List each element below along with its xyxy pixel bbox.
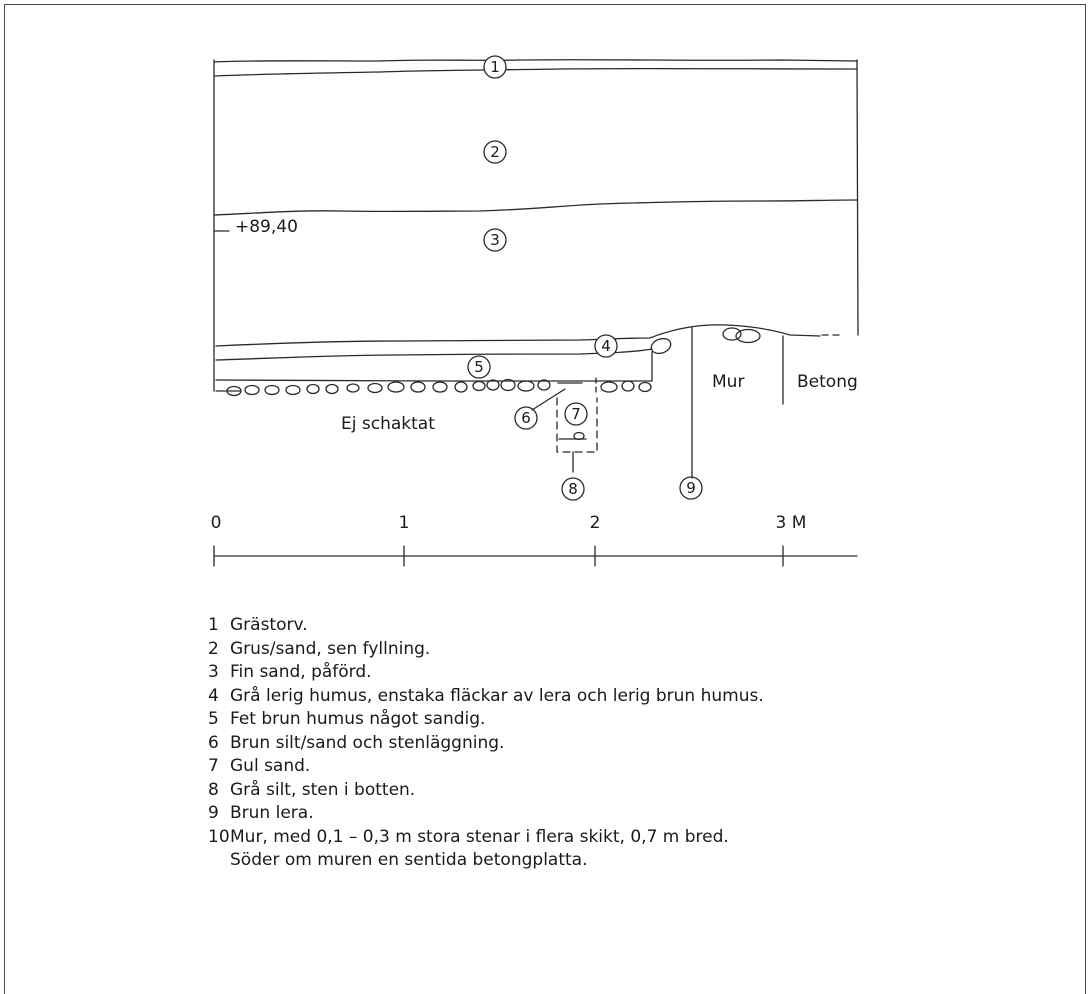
legend-item-text: Grå lerig humus, enstaka fläckar av lera… bbox=[230, 685, 764, 709]
layer-marker-9: 9 bbox=[686, 479, 696, 497]
stone-row bbox=[226, 327, 761, 441]
layer-marker-5: 5 bbox=[474, 358, 484, 376]
legend-item-text: Gul sand. bbox=[230, 755, 310, 779]
legend-item-number: 5 bbox=[208, 709, 219, 729]
layer-marker-1: 1 bbox=[490, 58, 500, 76]
scale-label-1: 1 bbox=[399, 513, 410, 533]
legend-item: 2 Grus/sand, sen fyllning. bbox=[208, 638, 764, 662]
turf-top-line bbox=[213, 59, 858, 63]
legend-item-number: 9 bbox=[208, 803, 219, 823]
layer-marker-7: 7 bbox=[571, 405, 581, 423]
legend-item-number: 7 bbox=[208, 756, 219, 776]
legend-item-number: 1 bbox=[208, 615, 219, 635]
scale-label-3: 3 M bbox=[776, 513, 807, 533]
legend-item-number: 10 bbox=[208, 826, 230, 847]
concrete-label: Betong bbox=[797, 372, 858, 392]
figure-frame bbox=[4, 4, 1086, 994]
legend-item-line: Brun lera. bbox=[230, 803, 314, 823]
unexcavated-label: Ej schaktat bbox=[341, 414, 435, 434]
scale-label-2: 2 bbox=[590, 513, 601, 533]
legend-item-text: Grästorv. bbox=[230, 614, 308, 638]
layer-marker-6: 6 bbox=[521, 409, 531, 427]
legend-item: 9 Brun lera. bbox=[208, 802, 764, 826]
legend-item-line: Fet brun humus något sandig. bbox=[230, 709, 486, 729]
legend-item: 4 Grå lerig humus, enstaka fläckar av ler… bbox=[208, 685, 764, 709]
feature-7-dashed-box bbox=[556, 397, 598, 453]
legend-item-number: 2 bbox=[208, 638, 219, 659]
scale-label-0: 0 bbox=[211, 513, 222, 533]
legend-item: 1 Grästorv. bbox=[208, 614, 764, 638]
legend-item-number: 3 bbox=[208, 662, 219, 682]
boundary-4-5 bbox=[215, 348, 653, 361]
scale-bar bbox=[213, 545, 858, 567]
layer-5-bottom-line bbox=[215, 379, 653, 382]
legend-item: 7 Gul sand. bbox=[208, 755, 764, 779]
legend-item-text: Fin sand, påförd. bbox=[230, 661, 372, 685]
legend-item-number: 6 bbox=[208, 732, 219, 753]
legend-item-text: Grå silt, sten i botten. bbox=[230, 779, 415, 803]
turf-bottom-line bbox=[213, 67, 858, 77]
layer-legend: 1 Grästorv. 2 Grus/sand, sen fyllning. 3 Fin … bbox=[208, 614, 764, 873]
legend-item-text: Brun silt/sand och stenläggning. bbox=[230, 732, 504, 756]
layer-marker-8: 8 bbox=[568, 480, 578, 498]
legend-item: 6 Brun silt/sand och stenläggning. bbox=[208, 732, 764, 756]
section-right-edge bbox=[856, 59, 859, 336]
layer-marker-3: 3 bbox=[490, 231, 500, 249]
legend-item-line: Grå lerig humus, enstaka fläckar av lera… bbox=[230, 685, 764, 706]
boundary-2-3 bbox=[213, 199, 858, 216]
legend-item: 3 Fin sand, påförd. bbox=[208, 661, 764, 685]
wall-label: Mur bbox=[712, 372, 744, 392]
elevation-label: +89,40 bbox=[235, 217, 298, 237]
legend-item-number: 4 bbox=[208, 685, 219, 706]
legend-item-line: Gul sand. bbox=[230, 756, 311, 776]
legend-item-line: Grå silt, sten i botten. bbox=[230, 779, 416, 800]
legend-item-line: Fin sand, påförd. bbox=[230, 662, 372, 682]
legend-item-line: Grus/sand, sen fyllning. bbox=[230, 638, 431, 659]
layer-marker-circles bbox=[467, 55, 703, 501]
legend-item-text: Mur, med 0,1 – 0,3 m stora stenar i fler… bbox=[230, 826, 729, 873]
boundary-3-4 bbox=[215, 324, 821, 347]
legend-item-number: 8 bbox=[208, 779, 219, 800]
layer-marker-4: 4 bbox=[601, 337, 611, 355]
layer-6-leader bbox=[531, 388, 566, 411]
layer-marker-2: 2 bbox=[490, 143, 500, 161]
legend-item-line: Grästorv. bbox=[230, 615, 308, 635]
legend-item: 5 Fet brun humus något sandig. bbox=[208, 708, 764, 732]
legend-item-text: Brun lera. bbox=[230, 802, 314, 826]
legend-item-text: Grus/sand, sen fyllning. bbox=[230, 638, 430, 662]
section-drawing: 1 2 3 4 5 6 7 8 9 +89,40 Mur Betong Ej s… bbox=[211, 55, 859, 567]
legend-item-text: Fet brun humus något sandig. bbox=[230, 708, 485, 732]
legend-item-line: Mur, med 0,1 – 0,3 m stora stenar i fler… bbox=[230, 826, 729, 847]
legend-item-line: Brun silt/sand och stenläggning. bbox=[230, 732, 505, 753]
legend-item-line: Söder om muren en sentida betongplatta. bbox=[230, 850, 588, 870]
legend-item: 8 Grå silt, sten i botten. bbox=[208, 779, 764, 803]
